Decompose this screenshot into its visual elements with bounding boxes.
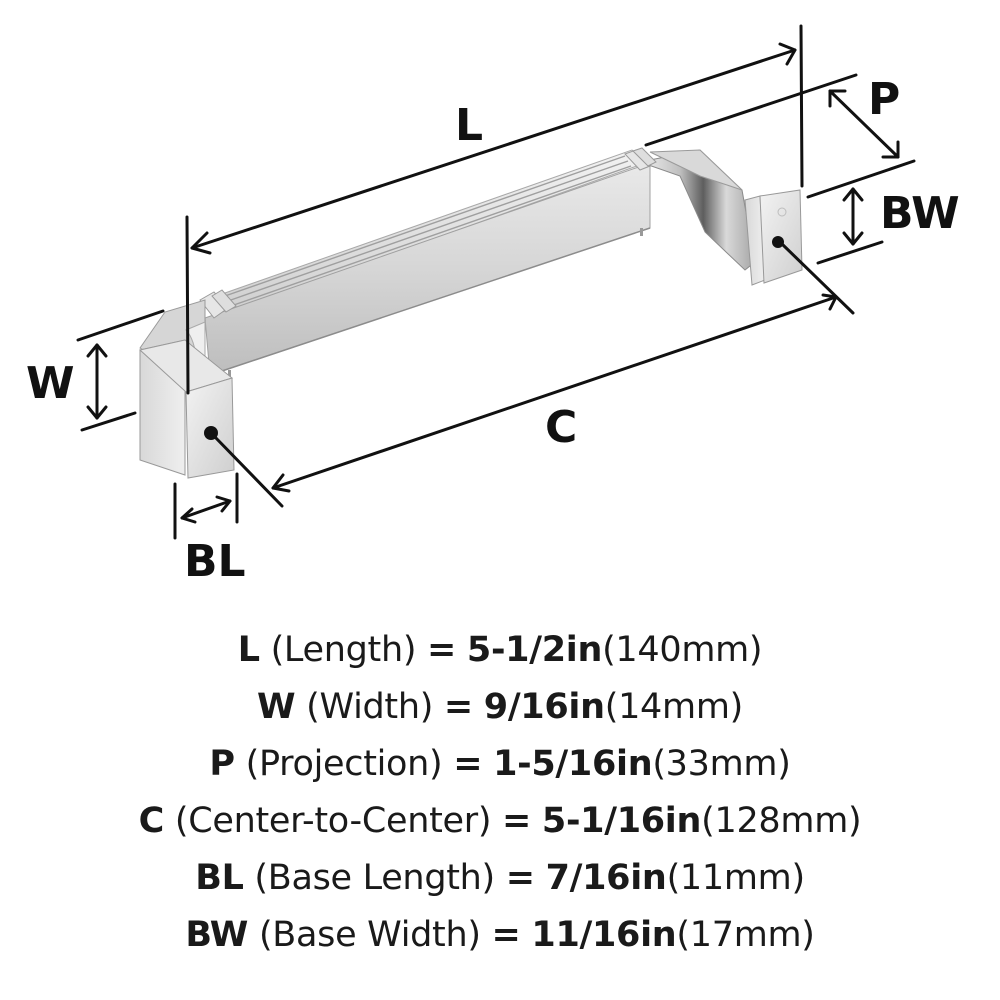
bl-arrow-right-icon [215, 495, 232, 513]
spec-metric: (128mm) [701, 801, 862, 841]
label-p: P [868, 74, 900, 125]
c-arrow-right-icon [821, 293, 838, 311]
spec-metric: (17mm) [676, 915, 815, 955]
c-extension-left [212, 434, 284, 508]
p-arrow-bottom-icon [881, 140, 900, 159]
l-extension-right [799, 24, 804, 188]
c-dimension-line [271, 295, 838, 490]
bw-arrow-bottom-icon [842, 231, 864, 246]
spec-equals: = [505, 858, 535, 898]
label-w: W [26, 358, 75, 409]
spec-name: (Center-to-Center) [174, 801, 492, 841]
spec-imperial: 7/16in [545, 858, 667, 898]
bar-front-face [204, 162, 651, 376]
spec-imperial: 5-1/16in [541, 801, 702, 841]
w-arrow-top-icon [86, 343, 108, 358]
spec-code: BW [185, 915, 249, 955]
l-arrow-right-icon [778, 42, 797, 66]
w-extension-bottom [80, 411, 137, 432]
right-base-face [759, 189, 803, 284]
handle-illustration [138, 147, 803, 479]
spec-name: (Length) [270, 630, 417, 670]
spec-code: C [138, 801, 165, 841]
p-arrow-top-icon [828, 89, 847, 108]
w-extension-top [76, 309, 165, 342]
spec-metric: (33mm) [652, 744, 791, 784]
spec-row-projection: P (Projection) = 1-5/16in(33mm) [0, 736, 1000, 793]
spec-equals: = [453, 744, 483, 784]
spec-name: (Projection) [245, 744, 443, 784]
p-extension-bottom [806, 159, 916, 199]
spec-name: (Base Length) [254, 858, 495, 898]
dimension-lines [76, 24, 916, 540]
spec-equals: = [491, 915, 521, 955]
l-dimension-line [190, 48, 797, 250]
bl-dimension-line [180, 499, 232, 520]
spec-metric: (140mm) [602, 630, 763, 670]
spec-imperial: 5-1/2in [466, 630, 603, 670]
spec-equals: = [502, 801, 532, 841]
spec-metric: (11mm) [666, 858, 806, 898]
l-arrow-left-icon [190, 231, 212, 255]
spec-row-base-width: BW (Base Width) = 11/16in(17mm) [0, 907, 1000, 964]
p-dimension-line [828, 89, 900, 159]
c-extension-right [780, 242, 855, 315]
spec-name: (Base Width) [258, 915, 481, 955]
p-extension-top [644, 73, 858, 147]
spec-code: L [237, 630, 260, 670]
handle-dimension-diagram: L P BW W C BL [26, 24, 960, 587]
c-arrow-left-icon [271, 473, 291, 493]
bar-grooves [224, 155, 632, 307]
spec-row-center-to-center: C (Center-to-Center) = 5-1/16in(128mm) [0, 793, 1000, 850]
label-l: L [455, 100, 483, 151]
label-c: C [545, 402, 577, 453]
spec-row-width: W (Width) = 9/16in(14mm) [0, 679, 1000, 736]
spec-code: W [257, 687, 296, 727]
bw-arrow-top-icon [842, 187, 864, 202]
spec-code: BL [195, 858, 244, 898]
spec-metric: (14mm) [604, 687, 744, 727]
label-bw: BW [880, 188, 960, 239]
spec-name: (Width) [306, 687, 434, 727]
label-bl: BL [184, 536, 246, 587]
bw-extension-bottom [816, 240, 884, 265]
specifications-list: L (Length) = 5-1/2in(140mm) W (Width) = … [0, 622, 1000, 964]
spec-row-base-length: BL (Base Length) = 7/16in(11mm) [0, 850, 1000, 907]
spec-row-length: L (Length) = 5-1/2in(140mm) [0, 622, 1000, 679]
spec-equals: = [427, 630, 457, 670]
spec-code: P [209, 744, 235, 784]
w-arrow-bottom-icon [86, 405, 108, 420]
l-extension-left [185, 215, 190, 395]
spec-imperial: 9/16in [483, 687, 605, 727]
spec-imperial: 11/16in [531, 915, 677, 955]
bl-arrow-left-icon [180, 507, 197, 524]
spec-imperial: 1-5/16in [493, 744, 653, 784]
spec-equals: = [443, 687, 473, 727]
